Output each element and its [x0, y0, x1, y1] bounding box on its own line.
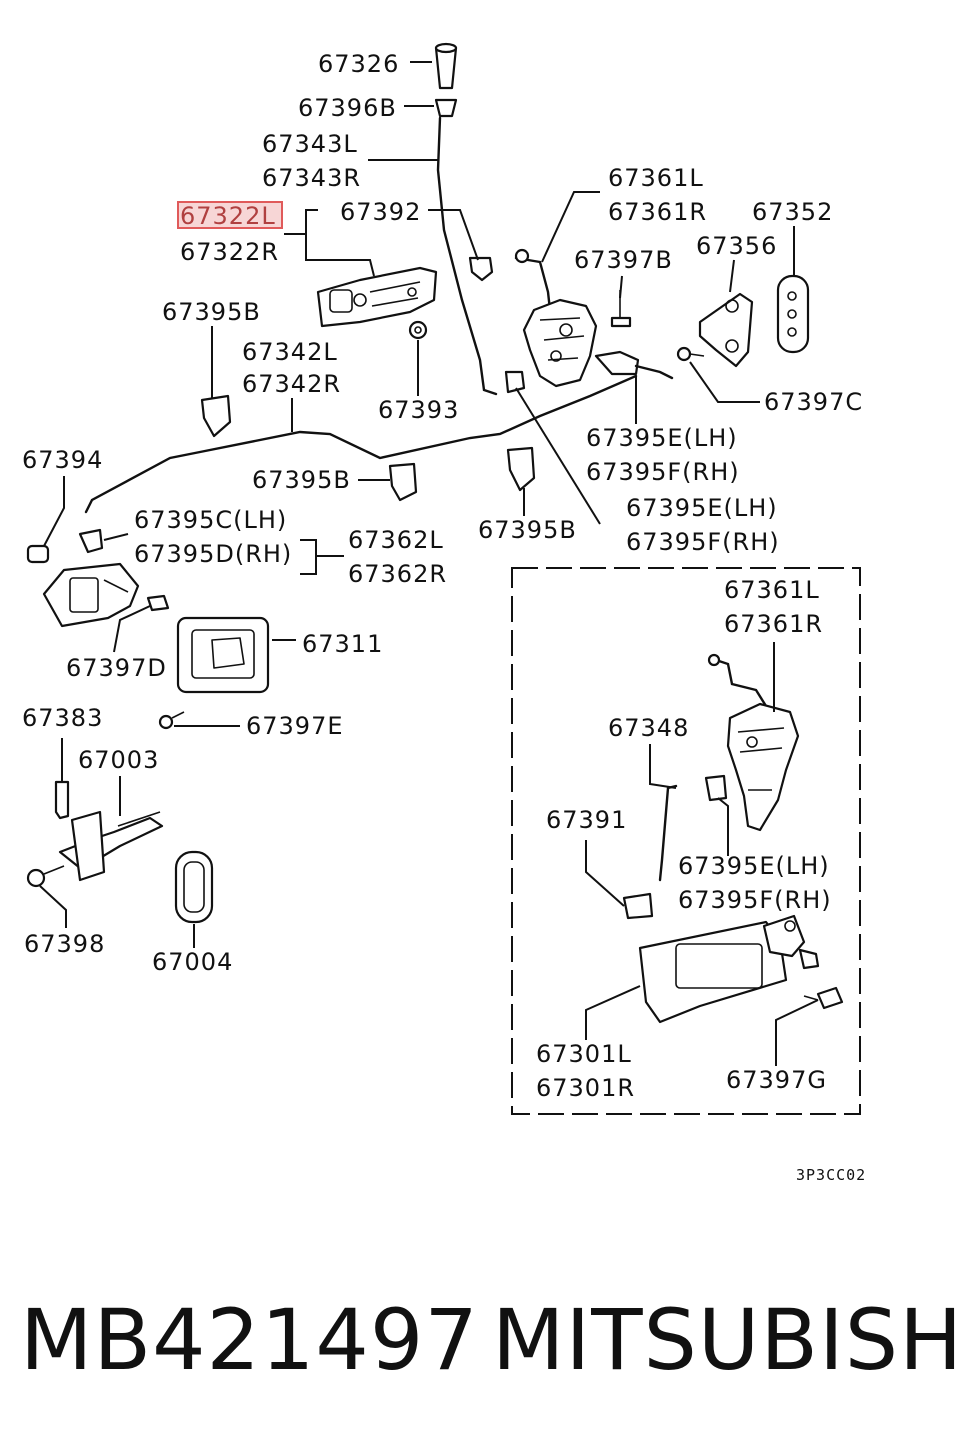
callout-67398: 67398 [24, 930, 105, 958]
inside-lock-bracket-part [42, 562, 140, 628]
callout-67352: 67352 [752, 198, 833, 226]
nut-part [408, 320, 428, 340]
clip-67391-part [622, 892, 654, 920]
callout-67396b: 67396B [298, 94, 397, 122]
callout-67383: 67383 [22, 704, 103, 732]
callout-67395e-c: 67395E(LH) [678, 852, 830, 880]
actuator-part [638, 914, 820, 1024]
door-lock-assembly-box-part [707, 653, 800, 832]
callout-67397e: 67397E [246, 712, 344, 740]
lock-rod-part [436, 116, 498, 396]
callout-67395b-b: 67395B [252, 466, 351, 494]
callout-67342r: 67342R [242, 370, 341, 398]
callout-67311: 67311 [302, 630, 383, 658]
callout-67003: 67003 [78, 746, 159, 774]
callout-67397c: 67397C [764, 388, 863, 416]
inside-handle-part [316, 266, 438, 328]
callout-67322r: 67322R [180, 238, 279, 266]
callout-67361r-box: 67361R [724, 610, 823, 638]
clip-67395b-c-part [506, 446, 536, 492]
brand-name: MITSUBISHI [492, 1291, 960, 1389]
callout-67361r-top: 67361R [608, 198, 707, 226]
striker-part [698, 292, 754, 368]
callout-67395e-b: 67395E(LH) [626, 494, 778, 522]
callout-67362r: 67362R [348, 560, 447, 588]
callout-67356: 67356 [696, 232, 777, 260]
callout-67395e-a: 67395E(LH) [586, 424, 738, 452]
clip-67395b-a-part [200, 394, 232, 438]
callout-67326: 67326 [318, 50, 399, 78]
rod-clip-67395e-part [504, 370, 526, 394]
door-check-cover-part [174, 850, 214, 924]
callout-67301l: 67301L [536, 1040, 632, 1068]
callout-67004: 67004 [152, 948, 233, 976]
grommet-part [434, 98, 458, 118]
screw-67397d-part [146, 594, 170, 612]
screw-67397e-part [158, 711, 185, 730]
callout-67393: 67393 [378, 396, 459, 424]
callout-67395b-a: 67395B [162, 298, 261, 326]
lock-knob-part [434, 42, 458, 90]
callout-67322l: 67322L [180, 202, 276, 230]
callout-67395f-b: 67395F(RH) [626, 528, 780, 556]
part-drawings [26, 42, 861, 1115]
screw-67397c-part [676, 346, 705, 362]
callout-67394: 67394 [22, 446, 103, 474]
rod-clip-part [468, 256, 494, 282]
highlight-box [177, 201, 283, 229]
callout-67301r: 67301R [536, 1074, 635, 1102]
callout-67362l: 67362L [348, 526, 444, 554]
leader-lines [39, 61, 819, 1066]
screw-67397g-part [803, 986, 844, 1010]
callout-67342l: 67342L [242, 338, 338, 366]
rod-67348-part [658, 784, 678, 882]
diagram-code: 3P3CC02 [796, 1166, 866, 1184]
clip-67395b-b-part [388, 462, 418, 502]
remote-rod-part [84, 374, 638, 514]
callout-67395c: 67395C(LH) [134, 506, 287, 534]
door-check-part [58, 810, 164, 882]
callout-67395b-c: 67395B [478, 516, 577, 544]
part-number: MB421497 [20, 1291, 479, 1389]
callout-67343l: 67343L [262, 130, 358, 158]
callout-67361l-top: 67361L [608, 164, 704, 192]
callout-67397b: 67397B [574, 246, 673, 274]
callout-67395f-c: 67395F(RH) [678, 886, 832, 914]
callout-67395f-a: 67395F(RH) [586, 458, 740, 486]
footer: MB421497 MITSUBISHI [0, 1285, 960, 1395]
callout-67395d: 67395D(RH) [134, 540, 292, 568]
bolt-67383-part [54, 780, 70, 820]
door-lock-assembly-part [514, 248, 674, 388]
striker-shim-part [776, 274, 810, 354]
callout-67343r: 67343R [262, 164, 361, 192]
callout-67397d: 67397D [66, 654, 167, 682]
clip-67395c-part [78, 528, 104, 554]
callout-67397g: 67397G [726, 1066, 827, 1094]
handle-bezel-part [176, 616, 270, 694]
callout-67392: 67392 [340, 198, 421, 226]
callout-labels: 67326 67396B 67343L 67343R 67322L 67322R… [22, 50, 866, 1184]
detail-box [511, 567, 861, 1115]
clip-67395e-box-part [704, 774, 728, 802]
bolt-67398-part [26, 865, 65, 888]
callout-67391: 67391 [546, 806, 627, 834]
parts-diagram: 67326 67396B 67343L 67343R 67322L 67322R… [22, 42, 866, 1184]
callout-67361l-box: 67361L [724, 576, 820, 604]
callout-67348: 67348 [608, 714, 689, 742]
bushing-part [26, 544, 50, 564]
